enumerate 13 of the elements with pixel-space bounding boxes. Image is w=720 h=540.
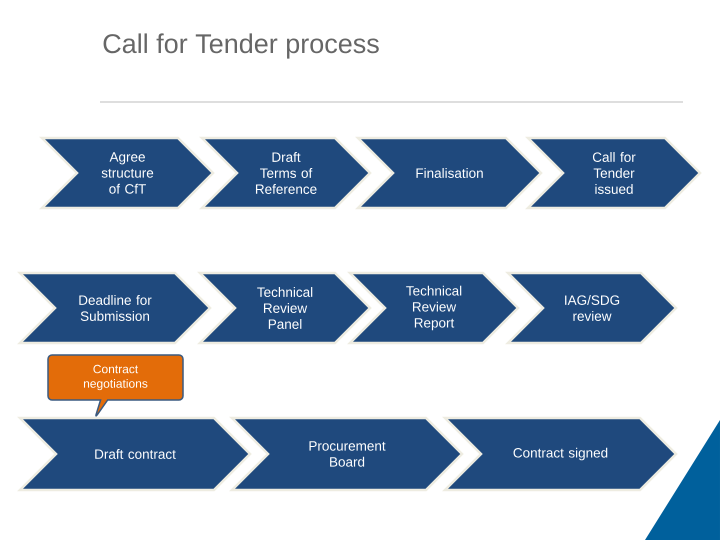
title: Call for Tender process [104,33,379,59]
process-step: Procurement Board [228,416,464,492]
process-step: Agree structure of CfT [39,136,215,210]
process-step: Draft contract [17,416,252,492]
process-step: Deadline for Submission [17,272,212,344]
process-step: Contract signed [442,416,678,492]
process-step: Draft Terms of Reference [198,136,372,210]
callout-bubble: Contract negotiations [47,354,184,417]
process-step: Call for Tender issued [524,136,702,210]
process-step: Finalisation [354,136,543,210]
process-step: Technical Review Panel [196,272,372,344]
process-step: IAG/SDG review [504,272,678,344]
process-step: Technical Review Report [346,272,520,344]
